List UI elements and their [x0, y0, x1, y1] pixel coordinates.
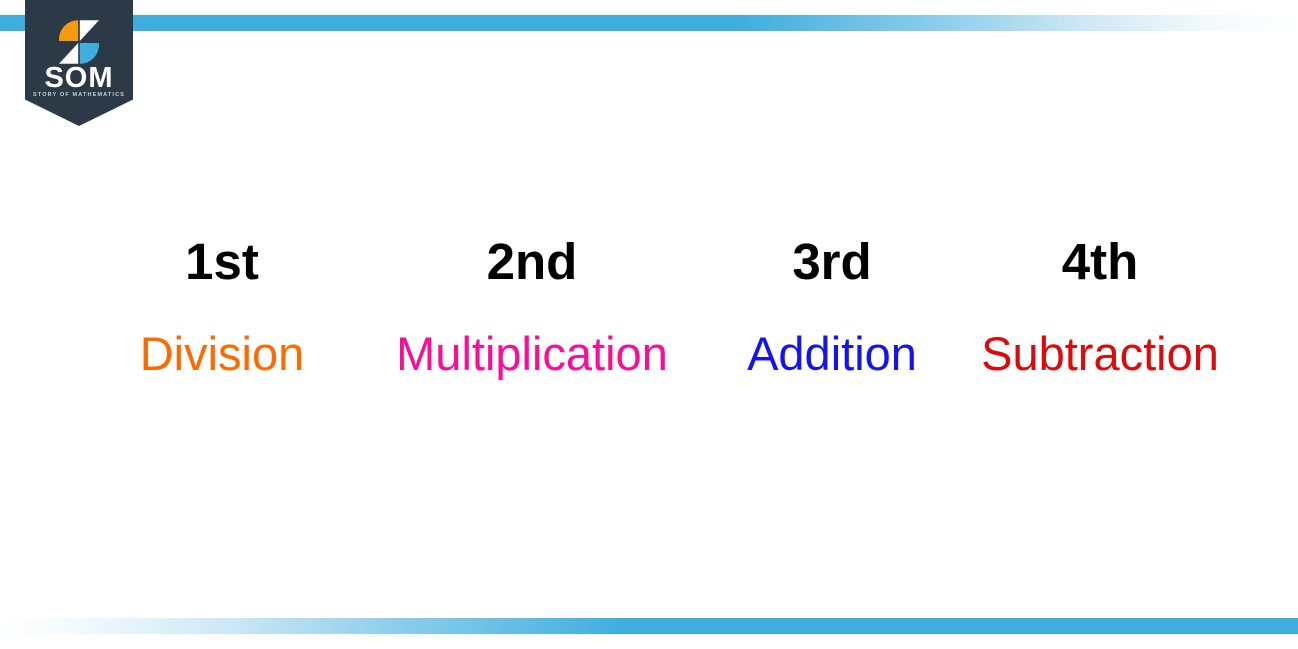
- step-item-3: 3rd Addition: [712, 236, 952, 377]
- som-s-monogram-icon: [55, 18, 103, 66]
- order-of-operations-list: 1st Division 2nd Multiplication 3rd Addi…: [0, 236, 1298, 396]
- step-item-2: 2nd Multiplication: [352, 236, 712, 377]
- bottom-accent-rule: [0, 618, 1298, 634]
- top-accent-rule: [0, 15, 1298, 31]
- step-operation-subtraction: Subtraction: [981, 327, 1219, 380]
- step-operation-addition: Addition: [747, 327, 917, 380]
- brand-wordmark: SOM: [44, 62, 114, 94]
- step-item-1: 1st Division: [92, 236, 352, 377]
- step-operation-multiplication: Multiplication: [396, 327, 668, 380]
- brand-logo-badge: SOM STORY OF MATHEMATICS: [25, 0, 133, 126]
- step-operation-division: Division: [139, 327, 305, 380]
- step-ordinal-3: 3rd: [792, 233, 872, 290]
- step-ordinal-2: 2nd: [486, 233, 578, 290]
- step-item-4: 4th Subtraction: [952, 236, 1248, 377]
- step-ordinal-4: 4th: [1061, 233, 1139, 290]
- step-ordinal-1: 1st: [185, 233, 259, 290]
- brand-tagline: STORY OF MATHEMATICS: [32, 92, 126, 98]
